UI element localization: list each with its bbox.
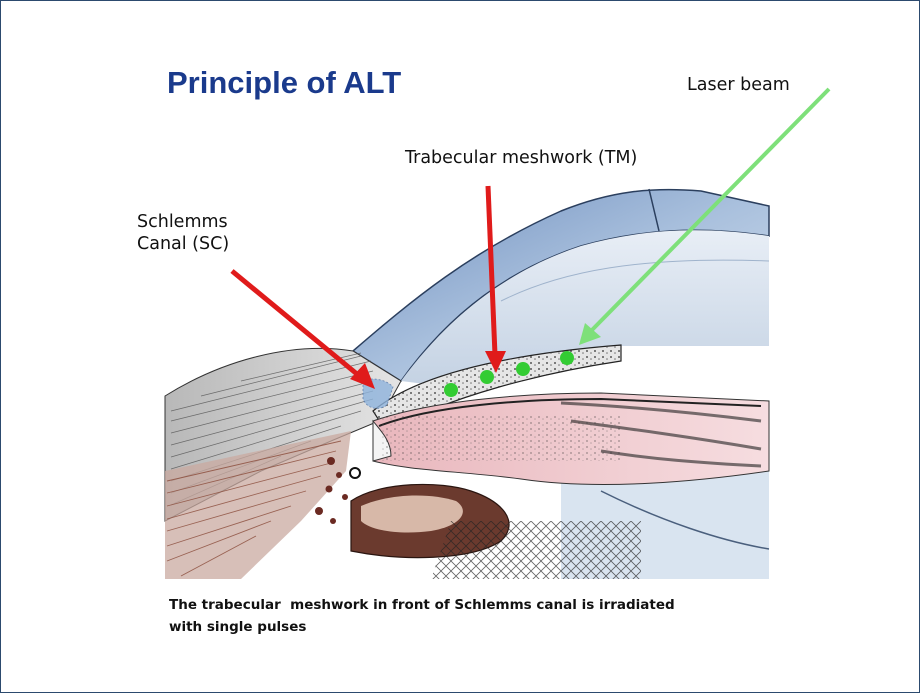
caption-line-1: The trabecular meshwork in front of Schl… [169,594,769,616]
label-trabecular-meshwork: Trabecular meshwork (TM) [405,147,637,169]
label-schlemms-line1: Schlemms [137,211,229,233]
label-laser-beam: Laser beam [687,74,790,96]
label-schlemms-canal: Schlemms Canal (SC) [137,211,229,255]
caption-line-2: with single pulses [169,616,769,638]
caption: The trabecular meshwork in front of Schl… [169,594,769,638]
label-schlemms-line2: Canal (SC) [137,233,229,255]
